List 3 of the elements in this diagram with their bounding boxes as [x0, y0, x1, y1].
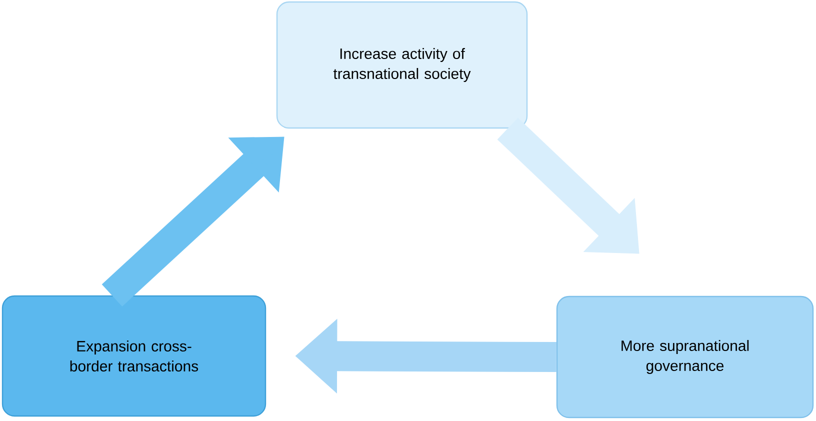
process-box: Increase activity of transnational society — [276, 1, 528, 129]
process-box: More supranational governance — [556, 296, 814, 418]
process-box: Expansion cross-border transactions — [2, 295, 266, 417]
